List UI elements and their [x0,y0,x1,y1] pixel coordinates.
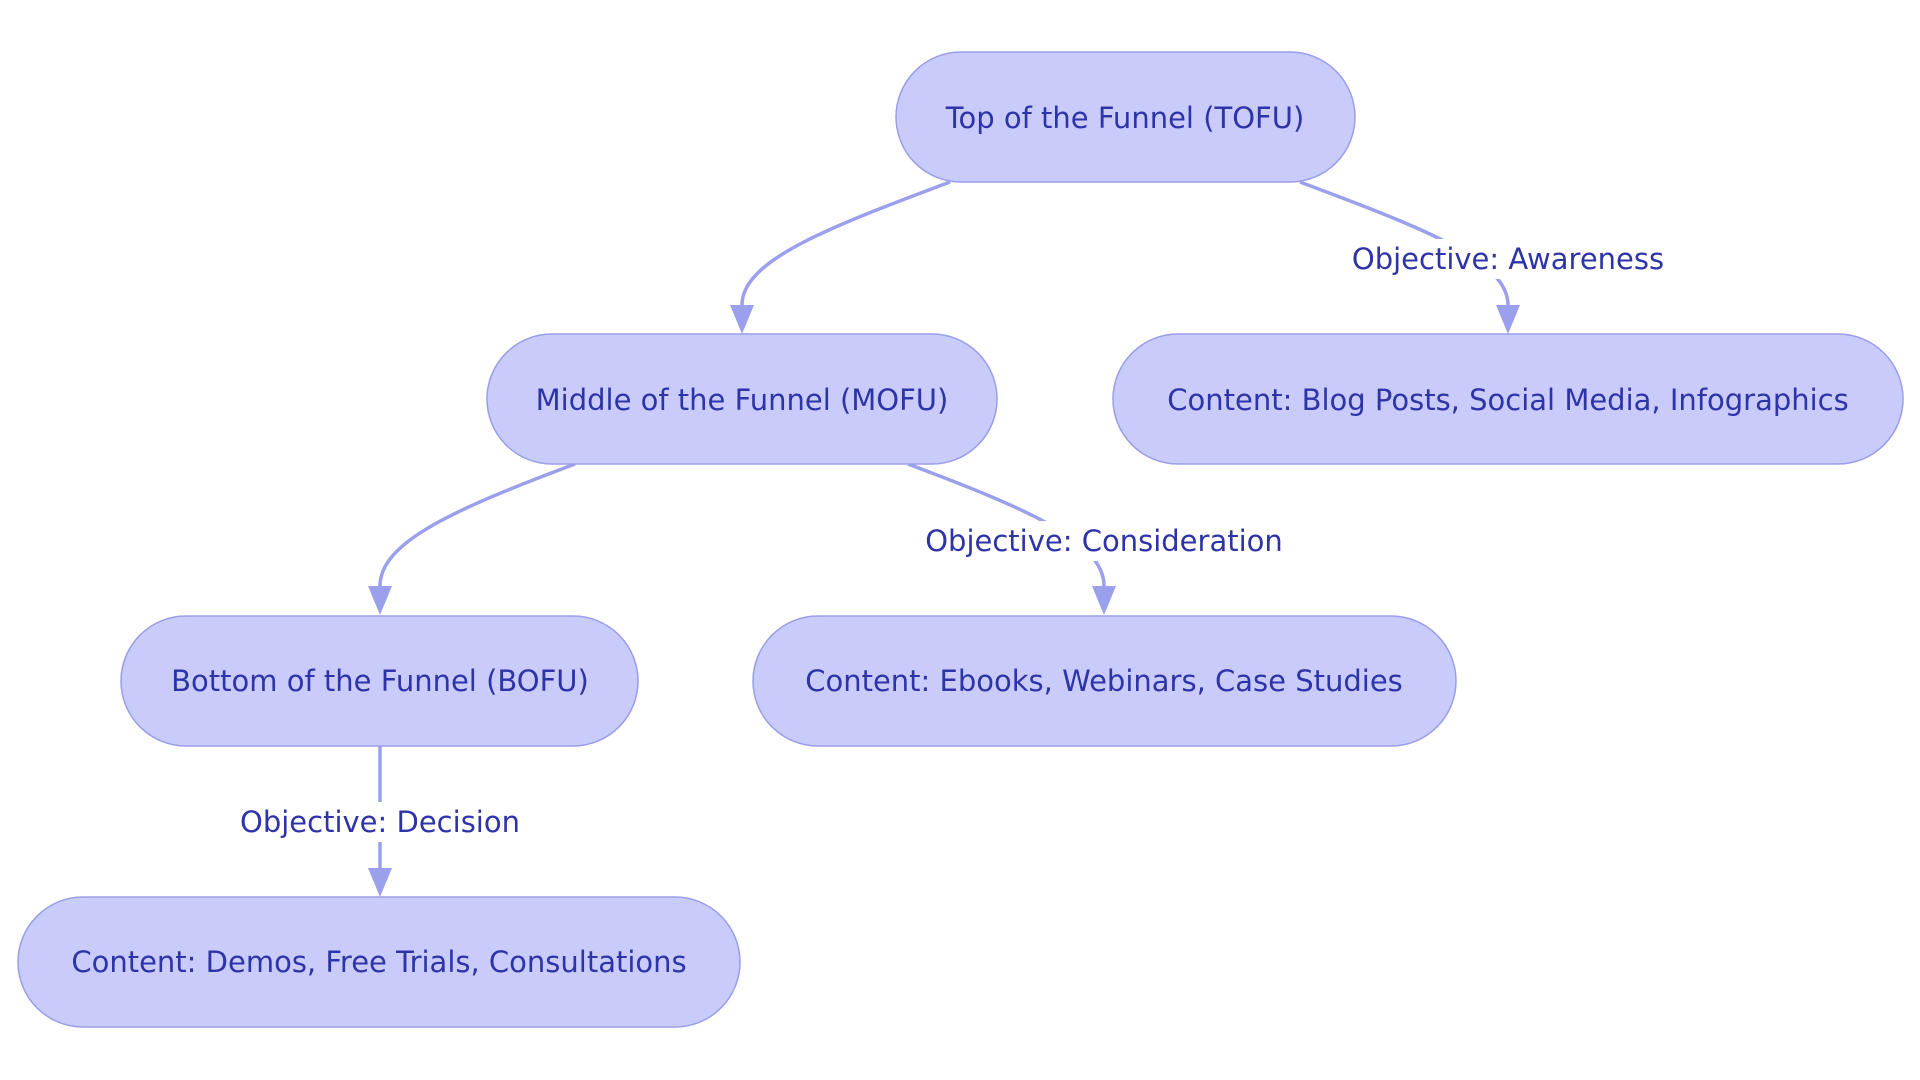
node-bofu-label: Bottom of the Funnel (BOFU) [171,664,589,698]
node-tofu: Top of the Funnel (TOFU) [895,51,1356,183]
arrow-head-bofu-content [368,868,392,897]
arrow-head-bofu [368,586,392,615]
node-tofu-content-label: Content: Blog Posts, Social Media, Infog… [1167,383,1849,417]
node-bofu-content: Content: Demos, Free Trials, Consultatio… [17,896,741,1028]
node-mofu-label: Middle of the Funnel (MOFU) [536,383,949,417]
edge-tofu-to-mofu [740,180,951,306]
node-tofu-label: Top of the Funnel (TOFU) [945,101,1305,135]
node-bofu-content-label: Content: Demos, Free Trials, Consultatio… [71,945,686,979]
edge-labels: Objective: Awareness Objective: Consider… [234,239,1671,842]
edge-mofu-to-bofu [378,462,576,587]
node-mofu: Middle of the Funnel (MOFU) [486,333,998,465]
edge-label-decision: Objective: Decision [240,805,520,839]
arrow-head-mofu-content [1092,586,1116,615]
edge-label-awareness: Objective: Awareness [1352,242,1664,276]
edge-label-consideration: Objective: Consideration [925,524,1283,558]
arrow-head-mofu [730,305,754,334]
node-mofu-content: Content: Ebooks, Webinars, Case Studies [752,615,1457,747]
nodes: Top of the Funnel (TOFU) Middle of the F… [17,51,1904,1028]
node-mofu-content-label: Content: Ebooks, Webinars, Case Studies [805,664,1403,698]
arrow-head-tofu-content [1496,305,1520,334]
node-tofu-content: Content: Blog Posts, Social Media, Infog… [1112,333,1904,465]
node-bofu: Bottom of the Funnel (BOFU) [120,615,639,747]
